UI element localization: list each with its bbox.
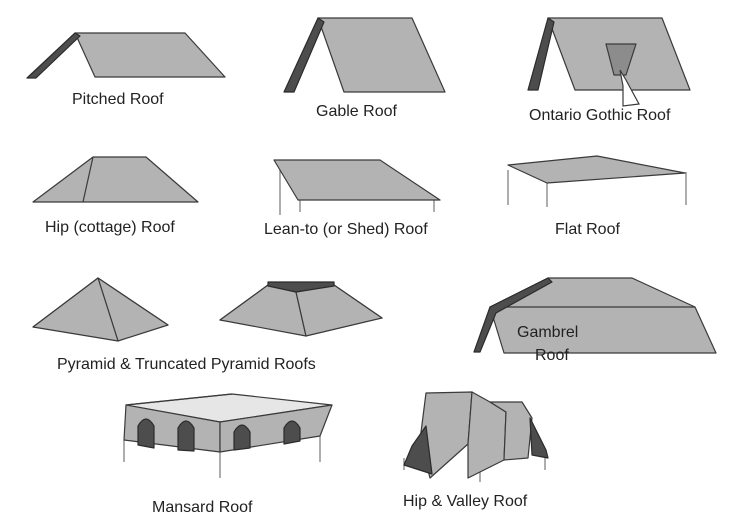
gambrel-roof <box>473 277 717 354</box>
ontario-gothic-dormer <box>605 43 637 76</box>
gambrel-roof-label-line1: Gambrel <box>517 324 578 341</box>
lean-to-roof <box>273 159 441 215</box>
gable-roof <box>283 17 446 93</box>
gambrel-roof-gable-end <box>473 277 553 353</box>
ontario-gothic-roof-gable-end <box>527 17 555 91</box>
mansard-top-edge <box>125 393 233 406</box>
hip-valley-roof <box>403 391 549 482</box>
mansard-roof <box>123 393 333 478</box>
gable-roof-label: Gable Roof <box>316 103 397 120</box>
mansard-opening <box>233 424 251 451</box>
hip-roof-shape <box>32 156 199 203</box>
flat-roof <box>507 155 687 207</box>
pitched-roof-gable-end <box>26 32 81 79</box>
pyramid-roof <box>32 277 169 342</box>
truncated-pyramid-top <box>267 281 335 293</box>
flat-roof-label: Flat Roof <box>555 221 620 238</box>
hip-cottage-roof-label: Hip (cottage) Roof <box>45 219 175 236</box>
pitched-roof-label: Pitched Roof <box>72 91 164 108</box>
truncated-pyramid-roof <box>219 281 383 337</box>
ontario-gothic-roof <box>527 17 691 107</box>
gable-roof-face <box>317 17 446 93</box>
hip-roof-ridge-line <box>82 156 94 203</box>
pyramid-roof-front-left <box>32 277 119 342</box>
gambrel-roof-label-line2: Roof <box>535 347 569 364</box>
mansard-roof-label: Mansard Roof <box>152 499 253 516</box>
gable-roof-gable-end <box>283 17 325 93</box>
mansard-opening <box>137 418 155 449</box>
hip-valley-right-wing <box>489 401 533 461</box>
hip-valley-dark-left <box>403 425 433 475</box>
truncated-pyramid-front-right <box>295 284 383 337</box>
hip-cottage-roof <box>32 156 199 203</box>
lean-to-roof-face <box>273 159 441 201</box>
gambrel-roof-face <box>489 277 717 354</box>
truncated-pyramid-front-left <box>219 284 307 337</box>
ontario-gothic-window <box>619 69 640 107</box>
lean-to-roof-label: Lean-to (or Shed) Roof <box>264 221 428 238</box>
hip-valley-roof-label: Hip & Valley Roof <box>403 493 528 510</box>
pyramid-roofs-label: Pyramid & Truncated Pyramid Roofs <box>57 356 316 373</box>
ontario-gothic-roof-label: Ontario Gothic Roof <box>529 107 671 124</box>
pitched-roof <box>26 32 226 79</box>
mansard-opening <box>283 420 301 445</box>
pitched-roof-face <box>74 32 226 78</box>
mansard-opening <box>177 420 195 452</box>
flat-roof-face <box>507 155 686 184</box>
hip-valley-dark-right <box>529 417 549 459</box>
